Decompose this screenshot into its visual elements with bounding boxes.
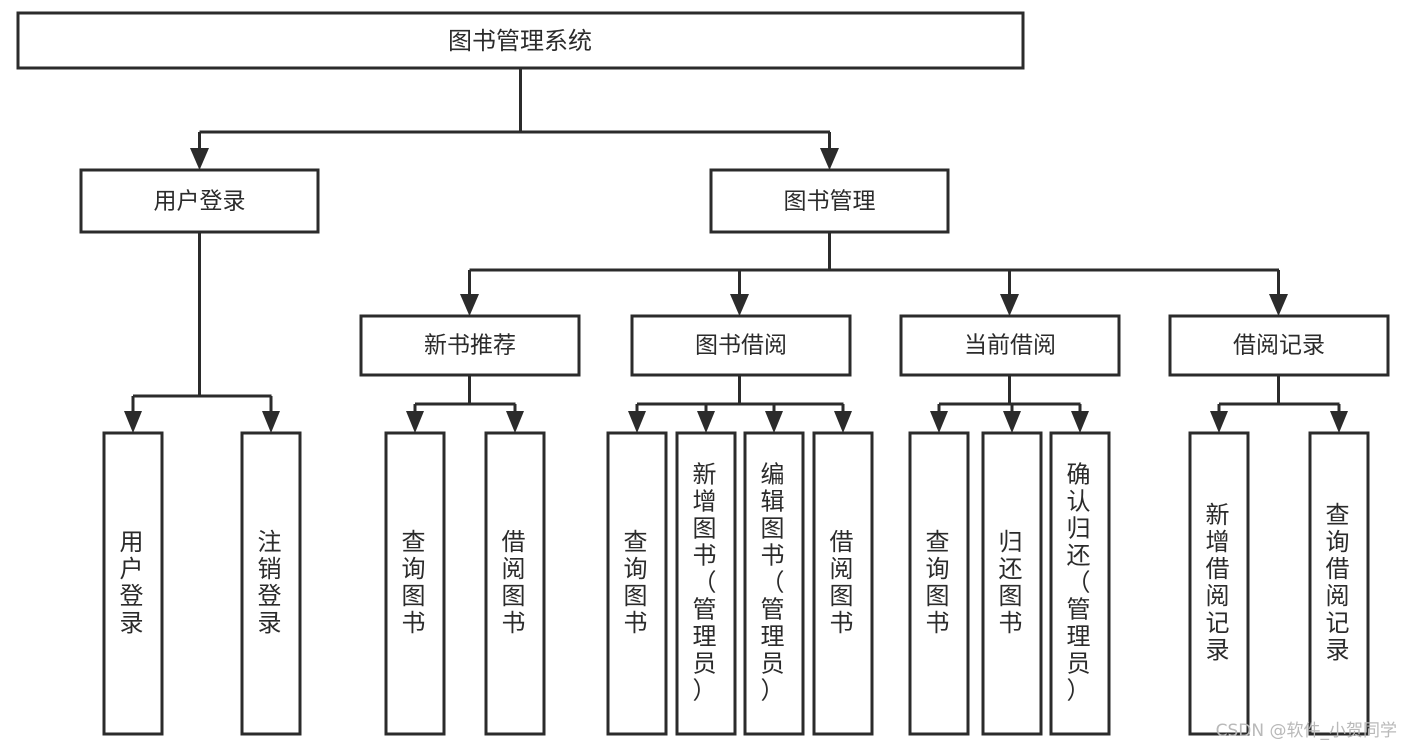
- leaf-node[interactable]: 新增图书（管理员）: [675, 431, 737, 736]
- arrowhead-book-management: [820, 148, 839, 170]
- edge-recommend-to-leaves: [413, 375, 517, 413]
- leaf-node-label: 借阅图书: [502, 528, 529, 637]
- arrowhead-borrow-record: [1269, 294, 1288, 316]
- leaf-node-box[interactable]: [102, 431, 164, 736]
- node-new-book-recommend-label: 新书推荐: [424, 333, 516, 359]
- node-user-login-label: 用户登录: [154, 189, 246, 215]
- node-current-borrow[interactable]: 当前借阅: [899, 314, 1121, 377]
- node-new-book-recommend-box[interactable]: [359, 314, 581, 377]
- edge-current-to-leaves: [937, 375, 1082, 413]
- arrowhead-current-borrow: [1000, 294, 1019, 316]
- node-book-borrow-box[interactable]: [630, 314, 852, 377]
- edge-record-to-leaves: [1217, 375, 1341, 413]
- arrowhead-new-book-recommend: [460, 294, 479, 316]
- arrowhead-leaf-query-book-2: [628, 411, 646, 433]
- node-borrow-record-label: 借阅记录: [1233, 333, 1325, 359]
- leaf-node[interactable]: 确认归还（管理员）: [1049, 431, 1111, 736]
- arrowhead-leaf-edit-book: [765, 411, 783, 433]
- arrowhead-leaf-borrow-book-2: [834, 411, 852, 433]
- leaf-node-label: 借阅图书: [830, 528, 857, 637]
- leaf-node-box[interactable]: [981, 431, 1043, 736]
- leaf-node-box[interactable]: [812, 431, 874, 736]
- leaf-node-box[interactable]: [675, 431, 737, 736]
- edge-bookmgmt-to-level3: [468, 232, 1280, 296]
- leaf-node-label: 用户登录: [120, 528, 147, 637]
- arrowhead-leaf-add-record: [1210, 411, 1228, 433]
- node-root-box[interactable]: [16, 11, 1025, 70]
- arrowhead-leaf-logout: [262, 411, 280, 433]
- leaf-node-box[interactable]: [743, 431, 805, 736]
- leaf-node[interactable]: 查询图书: [908, 431, 970, 736]
- node-borrow-record[interactable]: 借阅记录: [1168, 314, 1390, 377]
- leaf-node-label: 查询借阅记录: [1326, 501, 1353, 664]
- leaf-node-box[interactable]: [240, 431, 302, 736]
- leaf-node[interactable]: 用户登录: [102, 431, 164, 736]
- leaf-node-box[interactable]: [1188, 431, 1250, 736]
- arrowhead-leaf-add-book: [697, 411, 715, 433]
- leaf-node[interactable]: 新增借阅记录: [1188, 431, 1250, 736]
- node-book-borrow[interactable]: 图书借阅: [630, 314, 852, 377]
- node-user-login[interactable]: 用户登录: [79, 168, 320, 234]
- leaf-node-label: 新增借阅记录: [1206, 501, 1233, 664]
- leaf-node-label: 注销登录: [258, 528, 285, 637]
- node-user-login-box[interactable]: [79, 168, 320, 234]
- node-new-book-recommend[interactable]: 新书推荐: [359, 314, 581, 377]
- leaf-node[interactable]: 注销登录: [240, 431, 302, 736]
- leaf-node-label: 查询图书: [402, 528, 429, 637]
- node-book-management[interactable]: 图书管理: [709, 168, 950, 234]
- leaf-node-layer: 用户登录 注销登录 查询图书 借阅图书 查询图书 新增图书（管理员） 编辑图书（管理员） 借阅…: [102, 431, 1370, 736]
- leaf-node[interactable]: 查询图书: [606, 431, 668, 736]
- arrowhead-leaf-user-login: [124, 411, 142, 433]
- arrowhead-leaf-confirm-return: [1071, 411, 1089, 433]
- leaf-node[interactable]: 归还图书: [981, 431, 1043, 736]
- leaf-node[interactable]: 查询图书: [384, 431, 446, 736]
- edge-borrow-to-leaves: [635, 375, 845, 413]
- leaf-node-label: 编辑图书（管理员）: [761, 461, 788, 705]
- node-root-label: 图书管理系统: [448, 27, 592, 55]
- node-current-borrow-box[interactable]: [899, 314, 1121, 377]
- leaf-node-label: 确认归还（管理员）: [1067, 461, 1094, 705]
- leaf-node-box[interactable]: [1308, 431, 1370, 736]
- leaf-node-label: 查询图书: [926, 528, 953, 637]
- leaf-node[interactable]: 编辑图书（管理员）: [743, 431, 805, 736]
- leaf-node-box[interactable]: [908, 431, 970, 736]
- leaf-node-box[interactable]: [606, 431, 668, 736]
- node-current-borrow-label: 当前借阅: [964, 333, 1056, 359]
- leaf-node[interactable]: 借阅图书: [812, 431, 874, 736]
- connector-layer: [124, 68, 1348, 433]
- arrowhead-user-login: [190, 148, 209, 170]
- node-book-borrow-label: 图书借阅: [695, 333, 787, 359]
- leaf-node-box[interactable]: [384, 431, 446, 736]
- node-borrow-record-box[interactable]: [1168, 314, 1390, 377]
- arrowhead-leaf-return-book: [1003, 411, 1021, 433]
- node-book-management-label: 图书管理: [784, 189, 876, 215]
- leaf-node-label: 归还图书: [999, 528, 1026, 637]
- arrowhead-leaf-query-record: [1330, 411, 1348, 433]
- node-root[interactable]: 图书管理系统: [16, 11, 1025, 70]
- edge-userlogin-to-leaves: [131, 232, 273, 413]
- leaf-node[interactable]: 借阅图书: [484, 431, 546, 736]
- leaf-node-box[interactable]: [484, 431, 546, 736]
- leaf-node-label: 新增图书（管理员）: [693, 461, 720, 705]
- arrowhead-leaf-query-book-1: [406, 411, 424, 433]
- leaf-node-label: 查询图书: [624, 528, 651, 637]
- arrowhead-leaf-query-book-3: [930, 411, 948, 433]
- arrowhead-leaf-borrow-book-1: [506, 411, 524, 433]
- arrowhead-book-borrow: [730, 294, 749, 316]
- leaf-node[interactable]: 查询借阅记录: [1308, 431, 1370, 736]
- node-book-management-box[interactable]: [709, 168, 950, 234]
- edge-root-to-level2: [198, 68, 831, 150]
- leaf-node-box[interactable]: [1049, 431, 1111, 736]
